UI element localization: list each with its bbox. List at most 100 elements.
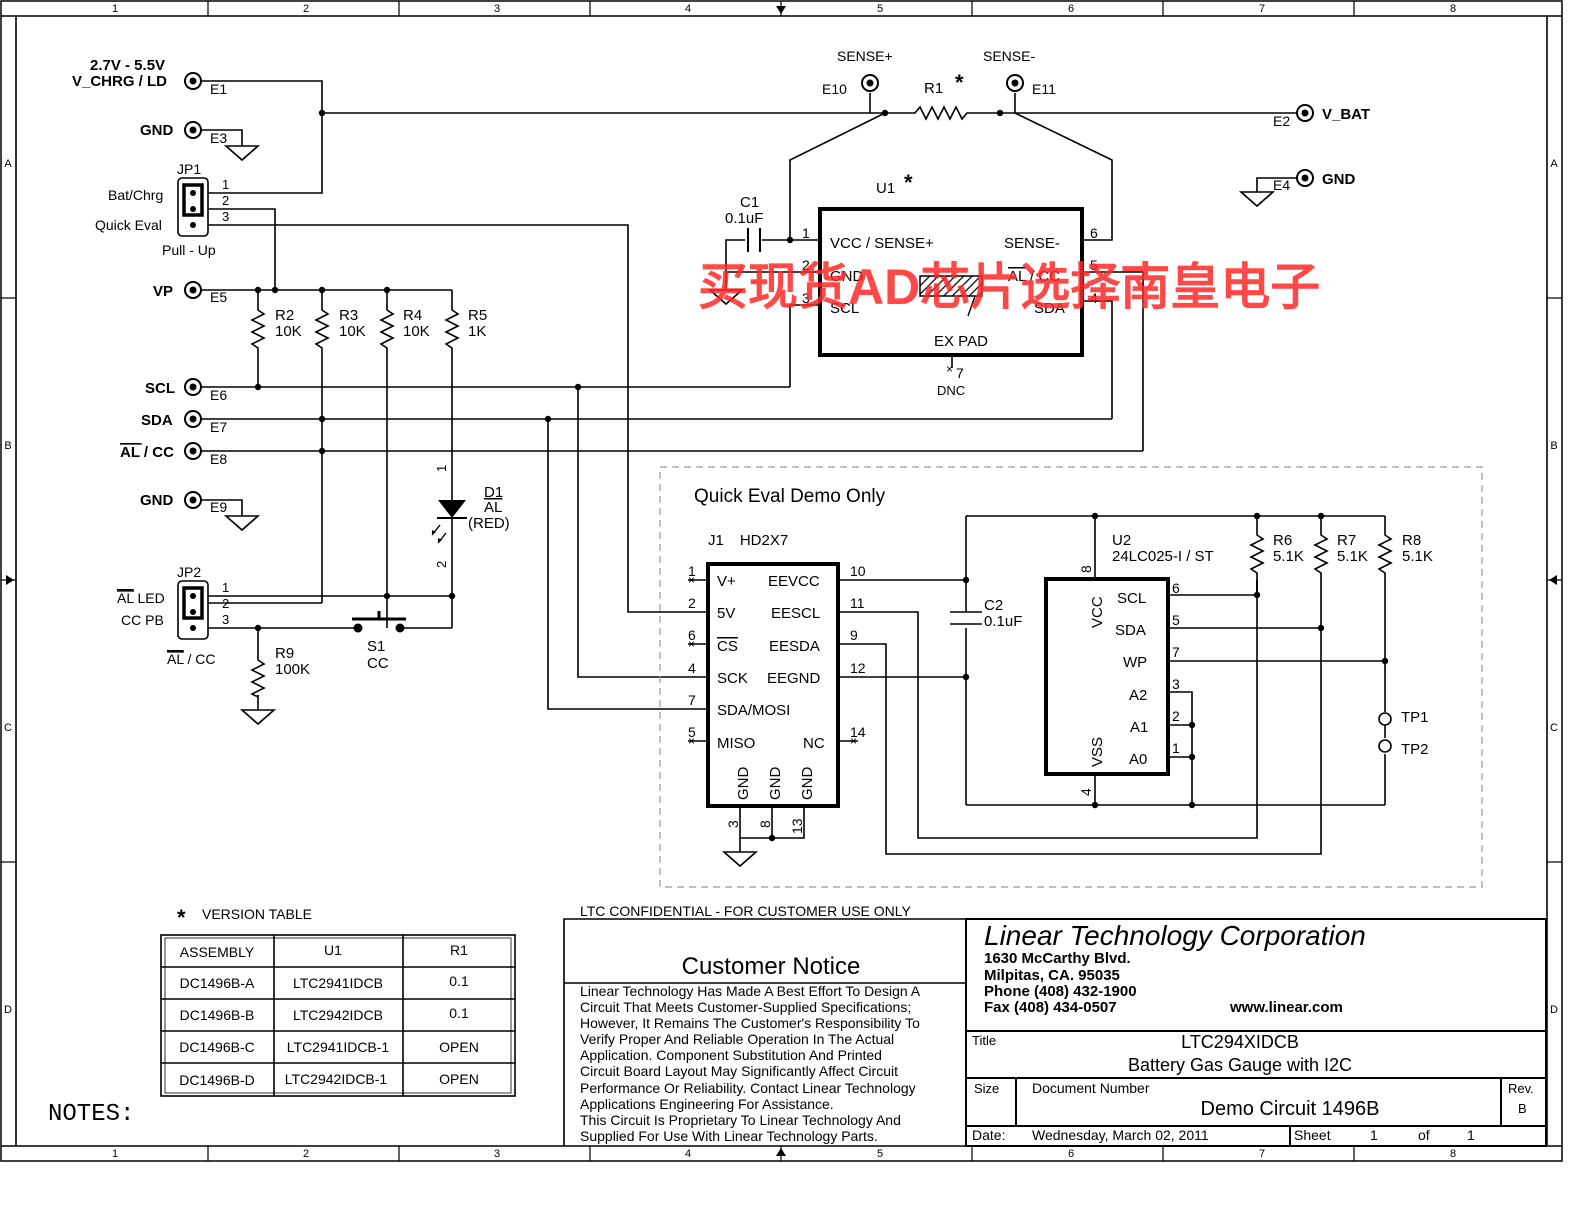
row-letter: C [1550, 722, 1558, 734]
terminal-e2 [1296, 104, 1314, 122]
column-number: 8 [1450, 1148, 1456, 1160]
u1-pin-number: 6 [1090, 225, 1098, 241]
u1-pin-number: 3 [802, 290, 810, 306]
column-number: 6 [1068, 3, 1074, 15]
e3-label: E3 [210, 130, 227, 146]
j1-pin-number: 7 [688, 692, 696, 708]
d1-ref: D1 [484, 484, 503, 501]
e10-label: E10 [822, 81, 847, 97]
u2-pin-scl: SCL [1117, 590, 1146, 607]
column-number: 4 [685, 1148, 691, 1160]
j1-pin-cs: CS [717, 638, 738, 655]
e9-label: E9 [210, 499, 227, 515]
dnc-x-icon: × [946, 362, 953, 376]
sheet-total: 1 [1467, 1127, 1475, 1143]
table-cell: LTC2941IDCB-1 [287, 1039, 390, 1055]
j1-pin-sda-mosi: SDA/MOSI [717, 702, 790, 719]
title-block: Linear Technology Corporation 1630 McCar… [965, 918, 1547, 1147]
u1-expad: EX PAD [934, 333, 988, 350]
sense-minus-label: SENSE- [983, 48, 1035, 64]
c1-ref: C1 [740, 194, 759, 211]
u1-dnc: DNC [937, 383, 965, 398]
notice-line: Applications Engineering For Assistance. [580, 1096, 834, 1112]
confidential-label: LTC CONFIDENTIAL - FOR CUSTOMER USE ONLY [580, 903, 912, 919]
company-fax: Fax (408) 434-0507 [984, 999, 1117, 1016]
r8-value: 5.1K [1402, 548, 1433, 565]
notice-line: Verify Proper And Reliable Operation In … [580, 1031, 894, 1047]
jumper-jp2: JP2 AL LED CC PB AL / CC 1 2 3 [117, 564, 229, 667]
u1-pin-sense-minus: SENSE- [1004, 235, 1060, 252]
gnd-e9-label: GND [140, 492, 174, 509]
row-letter: A [4, 158, 12, 170]
jp2-pin: 1 [222, 580, 229, 595]
j1-pin-gnd: GND [799, 767, 816, 801]
docnum-label: Document Number [1032, 1080, 1150, 1096]
u1-pin-number: 7 [956, 365, 964, 381]
e11-label: E11 [1032, 81, 1056, 97]
terminal-e5 [184, 281, 202, 299]
j1-pin-vplus: V+ [717, 573, 736, 590]
version-table-title: VERSION TABLE [202, 906, 312, 922]
terminal-e7 [184, 410, 202, 428]
j1-pin-number: 5 [688, 724, 696, 740]
vchrg-range-label: 2.7V - 5.5V [90, 57, 165, 74]
sheet-number: 1 [1370, 1127, 1378, 1143]
company-name: Linear Technology Corporation [984, 920, 1366, 951]
j1-pin-number: 12 [850, 660, 866, 676]
docnum-value: Demo Circuit 1496B [1201, 1098, 1380, 1120]
r3-ref: R3 [339, 307, 358, 324]
table-header: R1 [450, 942, 468, 958]
company-address1: 1630 McCarthy Blvd. [984, 950, 1131, 967]
u2-pin-vcc: VCC [1089, 596, 1106, 628]
jp1-pin: 3 [222, 209, 229, 224]
u1-pin-number: 5 [1090, 257, 1098, 273]
sda-label: SDA [141, 412, 173, 429]
jumper-jp1: JP1 Bat/Chrg Quick Eval Pull - Up 1 2 3 [95, 161, 229, 258]
row-letter: B [1550, 440, 1557, 452]
column-number: 7 [1259, 3, 1265, 15]
u2-pin-number: 6 [1172, 580, 1180, 596]
row-letter: C [4, 722, 12, 734]
j1-pin-number: 6 [688, 627, 696, 643]
e4-label: E4 [1273, 177, 1290, 193]
table-cell: OPEN [439, 1039, 479, 1055]
company-address2: Milpitas, CA. 95035 [984, 967, 1120, 984]
c1-value: 0.1uF [725, 210, 763, 227]
u2-eeprom [1044, 577, 1170, 776]
j1-pin-number: 3 [725, 820, 741, 828]
s1-name: CC [367, 655, 389, 672]
table-cell: LTC2942IDCB-1 [285, 1071, 388, 1087]
nc-x-icon: × [688, 573, 695, 587]
jp1-bat-chrg: Bat/Chrg [108, 187, 163, 203]
vbat-label: V_BAT [1322, 106, 1370, 123]
j1-pin-eescl: EESCL [771, 605, 820, 622]
r5-value: 1K [468, 323, 486, 340]
column-number: 5 [877, 1148, 883, 1160]
d1-pin2: 2 [434, 561, 449, 568]
row-letter: D [1550, 1004, 1558, 1016]
r2-ref: R2 [275, 307, 294, 324]
column-number: 5 [877, 3, 883, 15]
terminal-e4 [1296, 169, 1314, 187]
u1-pin-scl: SCL [830, 300, 859, 317]
j1-pin-number: 4 [688, 660, 696, 676]
u2-pin-number: 2 [1172, 708, 1180, 724]
u2-pin-number: 1 [1172, 740, 1180, 756]
j1-pin-miso: MISO [717, 735, 755, 752]
jp2-pin: 3 [222, 612, 229, 627]
terminal-e9 [184, 491, 202, 509]
tp2-label: TP2 [1401, 741, 1429, 758]
terminal-e8 [184, 442, 202, 460]
notice-line: Application. Component Substitution And … [580, 1047, 882, 1063]
table-cell: 0.1 [449, 973, 469, 989]
u2-pin-number: 4 [1078, 788, 1094, 796]
jp2-ref: JP2 [177, 564, 201, 580]
table-cell: DC1496B-B [180, 1007, 255, 1023]
e2-label: E2 [1273, 113, 1290, 129]
c2-ref: C2 [984, 597, 1003, 614]
version-table: * VERSION TABLE ASSEMBLY U1 R1 DC1496B-A… [160, 905, 516, 1097]
u2-pin-a2: A2 [1129, 687, 1147, 704]
u1-ref: U1 [876, 180, 895, 197]
jp1-pin: 2 [222, 193, 229, 208]
j1-pin-number: 8 [757, 820, 773, 828]
